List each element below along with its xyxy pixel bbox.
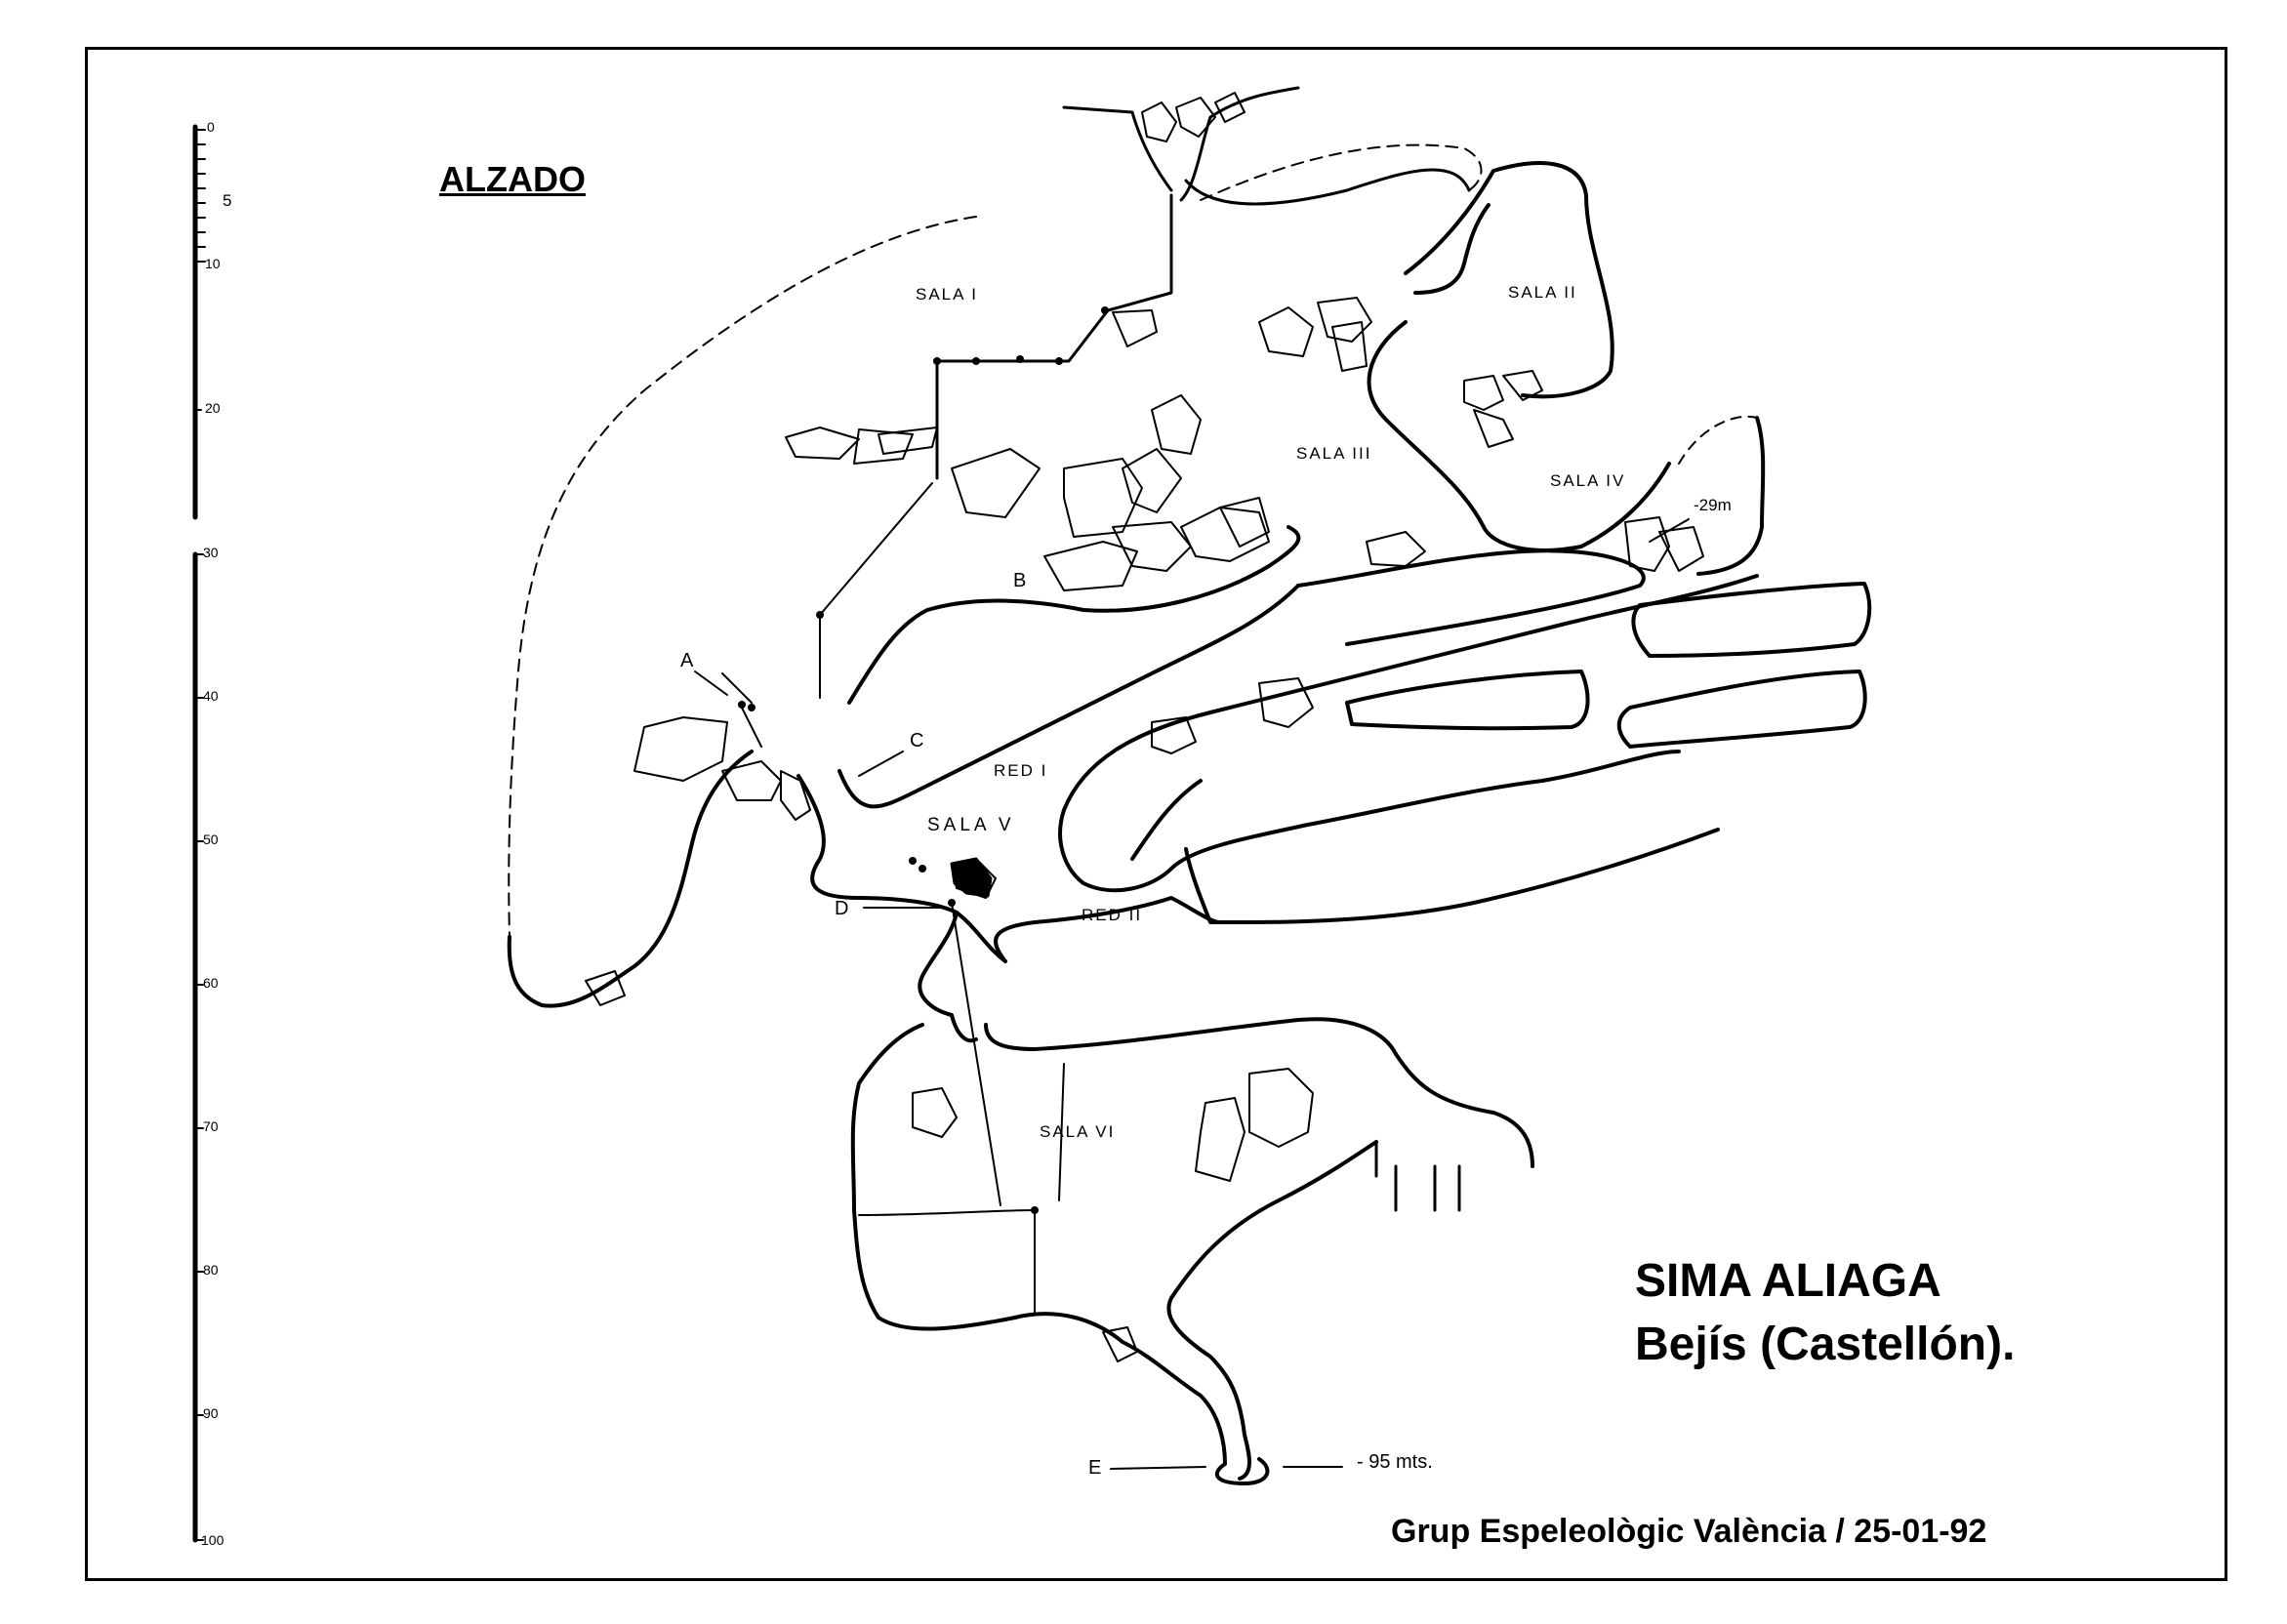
depth-tick-0: 0 [207, 119, 215, 135]
sala-3-4-wall [1367, 320, 1671, 552]
view-label: ALZADO [439, 159, 586, 199]
sala-1-dashed-outline [508, 216, 977, 938]
entrance-passage [935, 86, 1471, 480]
map-frame [85, 47, 2227, 1581]
network-loop-1 [1631, 582, 1872, 658]
map-credit: Grup Espeleològic València / 25-01-92 [1391, 1513, 1987, 1550]
rock-blocks [585, 92, 1704, 1362]
chamber-label-sala-2: SALA II [1508, 283, 1577, 302]
survey-point-c: C [910, 730, 924, 751]
network-loop-3 [1616, 670, 1867, 749]
depth-tick-40: 40 [203, 688, 219, 704]
sala-5-outline [796, 774, 1007, 963]
map-subtitle: Bejís (Castellón). [1635, 1319, 2016, 1370]
survey-lines [721, 482, 1065, 1314]
chamber-label-sala-4: SALA IV [1550, 471, 1626, 490]
depth-scale-minor-ticks [194, 129, 206, 1541]
depth-tick-80: 80 [203, 1262, 219, 1278]
red-1-lower-wall [837, 584, 1300, 809]
chamber-label-sala-1: SALA I [916, 285, 978, 304]
depth-tick-60: 60 [203, 975, 219, 991]
network-label-red-2: RED II [1082, 906, 1143, 924]
chamber-label-sala-3: SALA III [1296, 444, 1372, 463]
label-leaders [694, 518, 1690, 1470]
gallery-upper-wall [1296, 548, 1646, 646]
gallery-long-wall [1062, 574, 1759, 812]
sala-6-stubs [1374, 1140, 1461, 1212]
survey-point-d: D [835, 898, 849, 919]
depth-tick-20: 20 [205, 400, 221, 416]
depth-tick-70: 70 [203, 1118, 219, 1134]
depth-tick-10: 10 [205, 256, 221, 271]
map-title: SIMA ALIAGA [1635, 1255, 1941, 1307]
shaft-to-sala-6 [918, 911, 1398, 1056]
survey-point-b: B [1013, 570, 1027, 591]
sala-6-outline [850, 1023, 1017, 1331]
sala-6-lower-wall [1166, 1140, 1378, 1481]
depth-mark-29: -29m [1694, 496, 1732, 514]
depth-tick-100: 100 [201, 1532, 225, 1548]
left-outer-wall [507, 750, 754, 1008]
main-passage-upper-wall [847, 525, 1301, 705]
bottom-chamber-e [1013, 1312, 1270, 1485]
survey-point-a: A [680, 650, 694, 671]
network-label-red-1: RED I [994, 761, 1048, 780]
depth-tick-50: 50 [203, 832, 219, 847]
network-lower-wall [1058, 750, 1681, 893]
chamber-label-sala-5: SALA V [927, 815, 1015, 835]
depth-tick-30: 30 [203, 545, 219, 560]
depth-mark-95: - 95 mts. [1357, 1451, 1433, 1473]
depth-tick-5: 5 [223, 191, 232, 210]
red-2-lower-wall [1130, 779, 1720, 924]
depth-tick-90: 90 [203, 1405, 219, 1421]
survey-stations [738, 306, 1109, 1214]
survey-point-e: E [1088, 1457, 1102, 1479]
sala-2-dashed-outline [1200, 143, 1483, 201]
sala-4-outline [1696, 416, 1766, 576]
dark-rock-block [950, 857, 993, 898]
chamber-label-sala-6: SALA VI [1040, 1122, 1116, 1141]
sala-4-dashed-outline [1678, 415, 1758, 465]
sala-2-inner-wall [1413, 203, 1491, 295]
sala-5-lower-wall [994, 896, 1222, 963]
sala-2-outline [1404, 161, 1614, 399]
network-loop-2 [1345, 670, 1590, 731]
sala-6-right-wall [1394, 1052, 1534, 1168]
